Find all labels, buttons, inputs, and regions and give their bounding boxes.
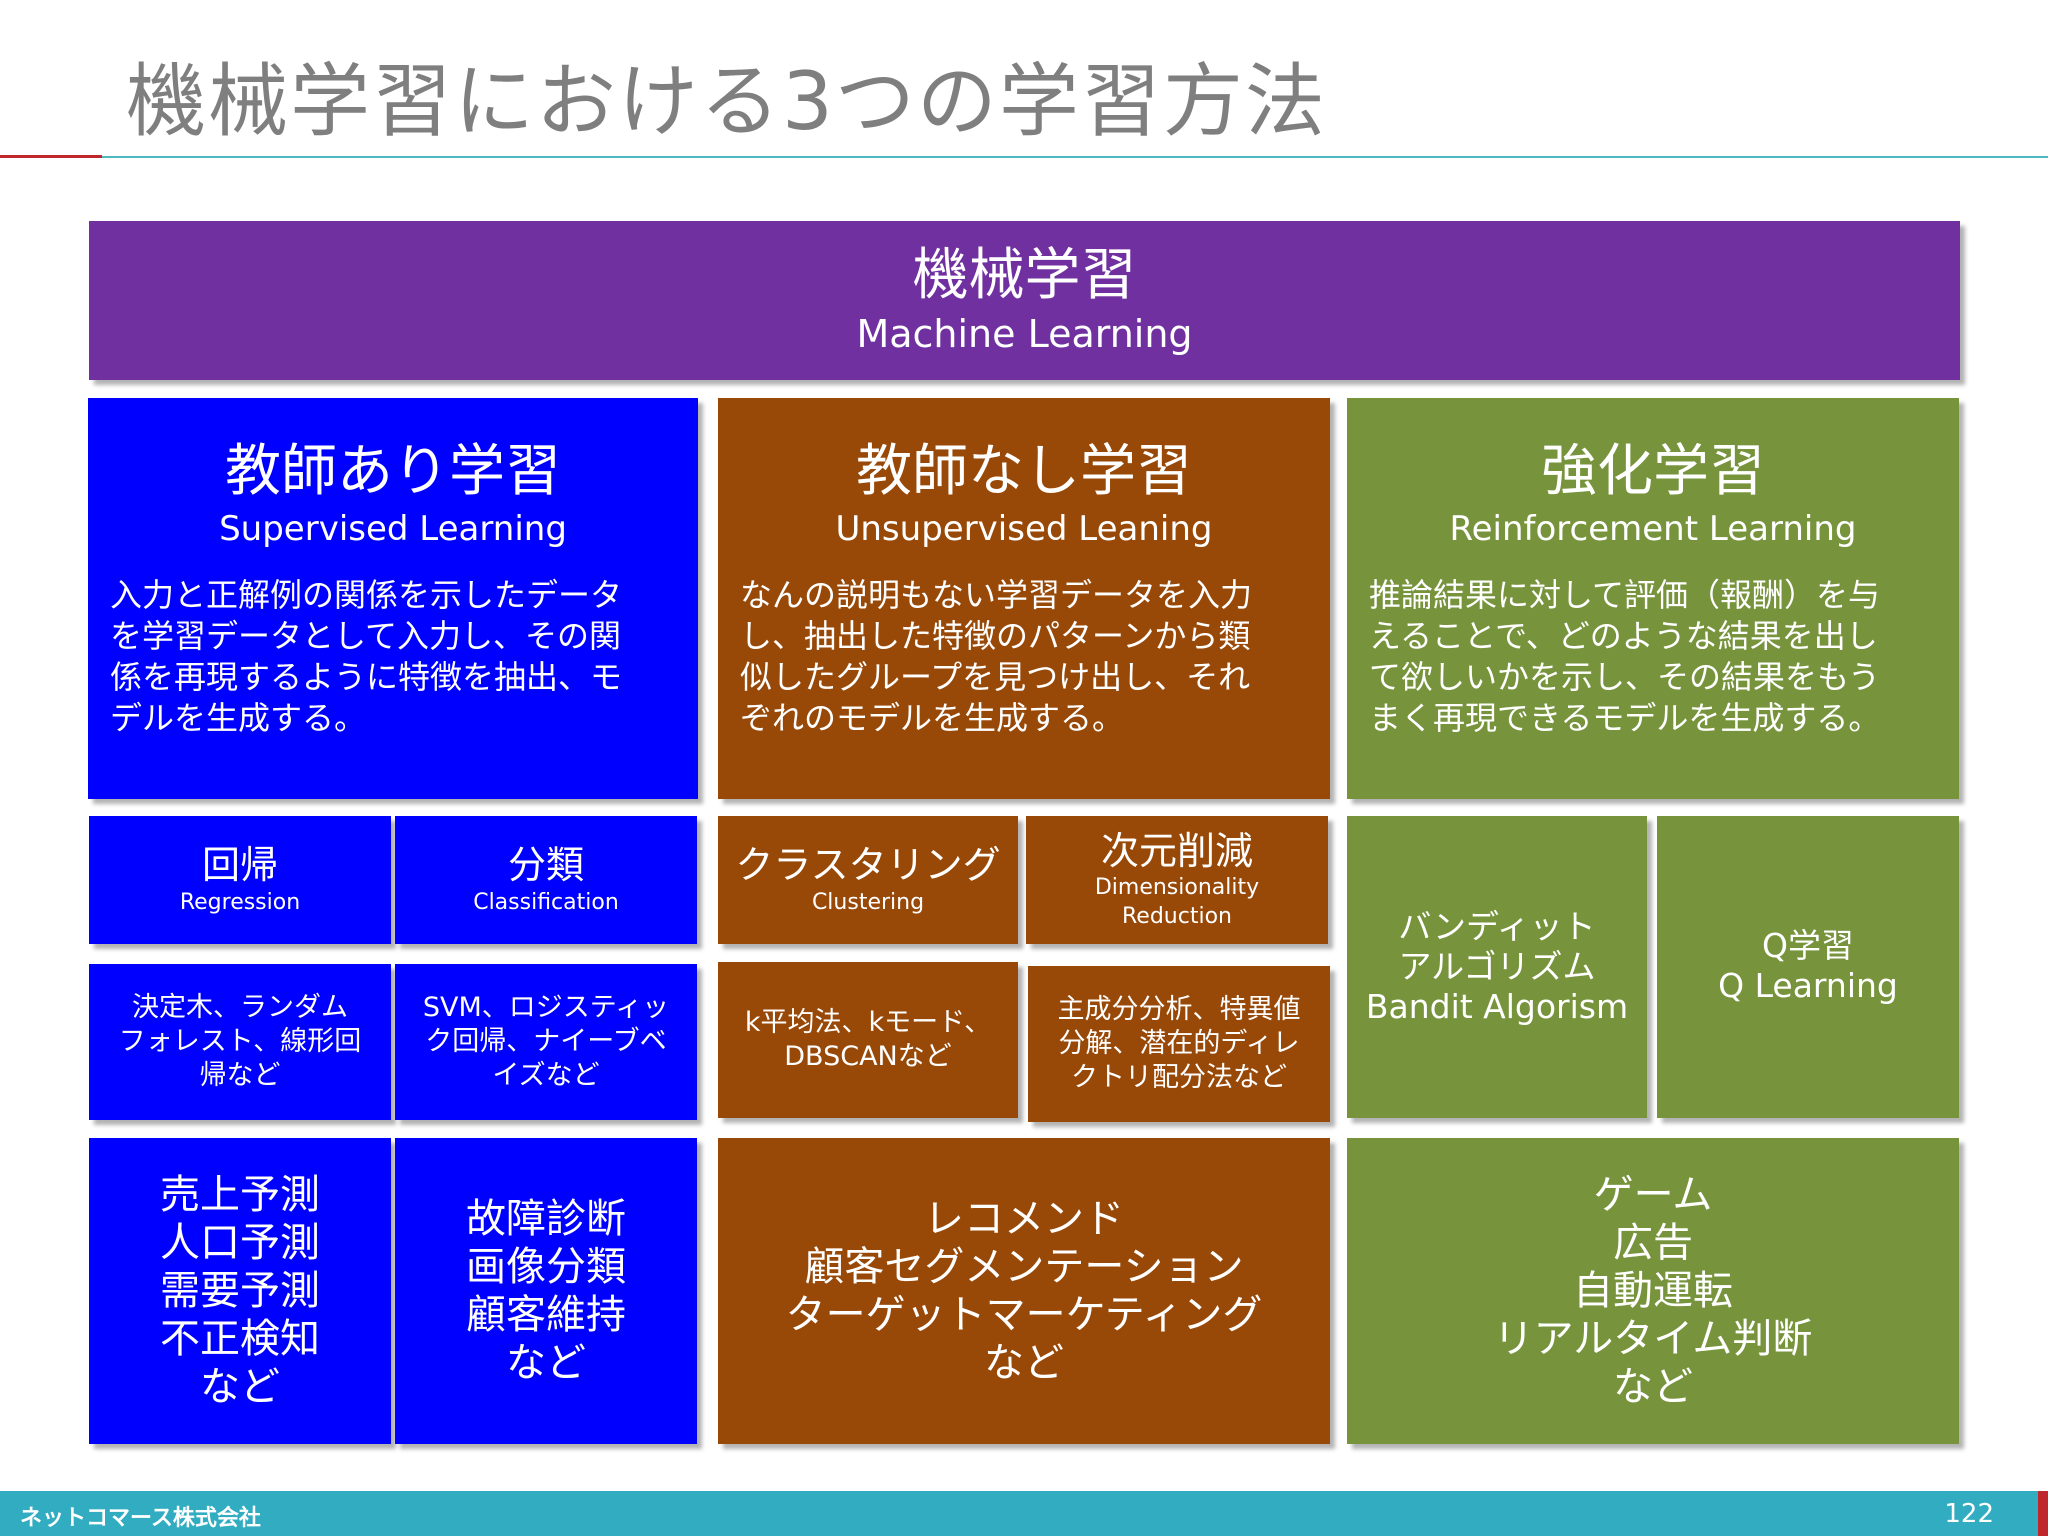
supervised-learning-jp: 教師あり学習 bbox=[225, 439, 561, 504]
dimensionality-reduction-box: 次元削減 Dimensionality Reduction bbox=[1026, 816, 1328, 944]
unsupervised-learning-description: なんの説明もない学習データを入力 し、抽出した特徴のパターンから類 似したグルー… bbox=[740, 576, 1253, 738]
machine-learning-jp: 機械学習 bbox=[912, 242, 1137, 308]
supervised-learning-box: 教師あり学習 Supervised Learning 入力と正解例の関係を示した… bbox=[88, 398, 698, 799]
regression-algorithms-box: 決定木、ランダム フォレスト、線形回 帰など bbox=[89, 964, 391, 1120]
supervised-learning-description: 入力と正解例の関係を示したデータ を学習データとして入力し、その関 係を再現する… bbox=[110, 576, 623, 738]
classification-applications-box: 故障診断 画像分類 顧客維持 など bbox=[395, 1138, 697, 1444]
classification-algorithms-box: SVM、ロジスティッ ク回帰、ナイーブベ イズなど bbox=[395, 964, 697, 1120]
clustering-box: クラスタリング Clustering bbox=[718, 816, 1018, 944]
clustering-en: Clustering bbox=[811, 889, 925, 915]
slide-title: 機械学習における3つの学習方法 bbox=[126, 55, 1327, 148]
title-underline-teal bbox=[102, 156, 2048, 158]
regression-box: 回帰 Regression bbox=[89, 816, 391, 944]
dimensionality-reduction-en-line1: Dimensionality bbox=[1094, 875, 1260, 901]
reinforcement-learning-en: Reinforcement Learning bbox=[1449, 509, 1857, 550]
supervised-learning-en: Supervised Learning bbox=[219, 509, 567, 550]
footer-company-name: ネットコマース株式会社 bbox=[20, 1506, 261, 1531]
classification-box: 分類 Classification bbox=[395, 816, 697, 944]
reinforcement-learning-jp: 強化学習 bbox=[1541, 439, 1765, 504]
title-underline-red bbox=[0, 155, 102, 158]
classification-en: Classification bbox=[473, 889, 619, 915]
classification-jp: 分類 bbox=[507, 842, 584, 887]
machine-learning-en: Machine Learning bbox=[856, 311, 1193, 356]
footer-accent-mark bbox=[2038, 1491, 2048, 1536]
unsupervised-learning-box: 教師なし学習 Unsupervised Leaning なんの説明もない学習デー… bbox=[718, 398, 1330, 799]
reinforcement-learning-box: 強化学習 Reinforcement Learning 推論結果に対して評価（報… bbox=[1347, 398, 1959, 799]
regression-jp: 回帰 bbox=[201, 842, 278, 887]
reinforcement-applications-box: ゲーム 広告 自動運転 リアルタイム判断 など bbox=[1347, 1138, 1959, 1444]
bandit-algorithm-line1: バンディット bbox=[1398, 907, 1596, 946]
dimensionality-reduction-en-line2: Reduction bbox=[1122, 903, 1232, 929]
unsupervised-learning-jp: 教師なし学習 bbox=[856, 439, 1192, 504]
bandit-algorithm-en: Bandit Algorism bbox=[1365, 987, 1629, 1026]
machine-learning-box: 機械学習 Machine Learning bbox=[89, 221, 1960, 380]
footer-bar: ネットコマース株式会社 122 bbox=[0, 1491, 2048, 1536]
dimensionality-reduction-jp: 次元削減 bbox=[1100, 828, 1253, 873]
unsupervised-learning-en: Unsupervised Leaning bbox=[835, 509, 1213, 550]
bandit-algorithm-box: バンディット アルゴリズム Bandit Algorism bbox=[1347, 816, 1647, 1118]
unsupervised-applications-box: レコメンド 顧客セグメンテーション ターゲットマーケティング など bbox=[718, 1138, 1330, 1444]
dimensionality-reduction-algorithms-box: 主成分分析、特異値 分解、潜在的ディレ クトリ配分法など bbox=[1028, 966, 1330, 1122]
page-number: 122 bbox=[1944, 1499, 1994, 1529]
reinforcement-learning-description: 推論結果に対して評価（報酬）を与 えることで、どのような結果を出し て欲しいかを… bbox=[1369, 576, 1881, 738]
clustering-algorithms-box: k平均法、kモード、 DBSCANなど bbox=[718, 962, 1018, 1118]
q-learning-jp: Q学習 bbox=[1762, 926, 1854, 965]
q-learning-box: Q学習 Q Learning bbox=[1657, 816, 1959, 1118]
bandit-algorithm-line2: アルゴリズム bbox=[1398, 947, 1596, 986]
regression-applications-box: 売上予測 人口予測 需要予測 不正検知 など bbox=[89, 1138, 391, 1444]
clustering-jp: クラスタリング bbox=[735, 842, 1001, 887]
q-learning-en: Q Learning bbox=[1718, 966, 1898, 1005]
regression-en: Regression bbox=[179, 889, 301, 915]
